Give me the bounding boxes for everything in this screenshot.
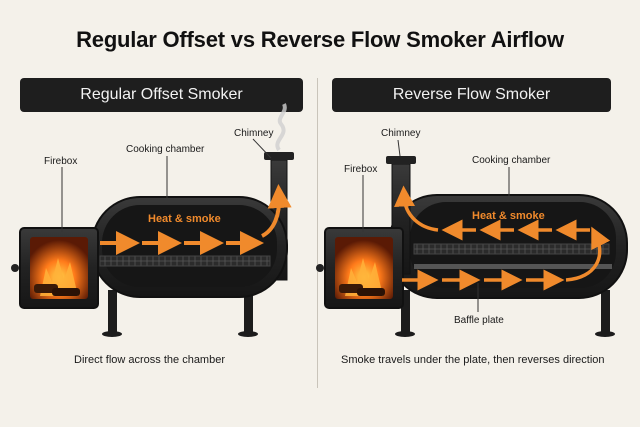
leg <box>601 290 610 334</box>
label-cooking-chamber: Cooking chamber <box>472 155 551 166</box>
label-cooking-chamber: Cooking chamber <box>126 144 205 155</box>
flow-arrows <box>394 185 611 291</box>
smoke-icon <box>275 103 287 152</box>
regular-offset-smoker <box>11 103 294 337</box>
panel-header-reverse-flow: Reverse Flow Smoker <box>332 78 611 112</box>
panel-header-regular-offset: Regular Offset Smoker <box>20 78 303 112</box>
label-chimney: Chimney <box>381 128 421 139</box>
leg <box>244 290 253 334</box>
chimney-cap <box>264 152 294 160</box>
caption-regular-offset: Direct flow across the chamber <box>74 354 225 366</box>
flow-arrows <box>100 184 292 255</box>
panel-divider <box>317 78 318 388</box>
cooking-grate <box>413 243 610 255</box>
cooking-grate <box>99 255 271 267</box>
leg <box>401 290 410 334</box>
chimney-cap <box>386 156 416 164</box>
baffle-plate <box>414 264 612 269</box>
label-heat-smoke: Heat & smoke <box>472 210 545 222</box>
reverse-flow-smoker <box>316 139 628 337</box>
leg <box>108 290 117 334</box>
label-baffle-plate: Baffle plate <box>454 315 504 326</box>
label-firebox: Firebox <box>44 156 78 167</box>
page-title: Regular Offset vs Reverse Flow Smoker Ai… <box>76 27 564 52</box>
caption-reverse-flow: Smoke travels under the plate, then reve… <box>341 354 605 366</box>
label-chimney: Chimney <box>234 128 274 139</box>
label-heat-smoke: Heat & smoke <box>148 213 221 225</box>
label-firebox: Firebox <box>344 164 378 175</box>
